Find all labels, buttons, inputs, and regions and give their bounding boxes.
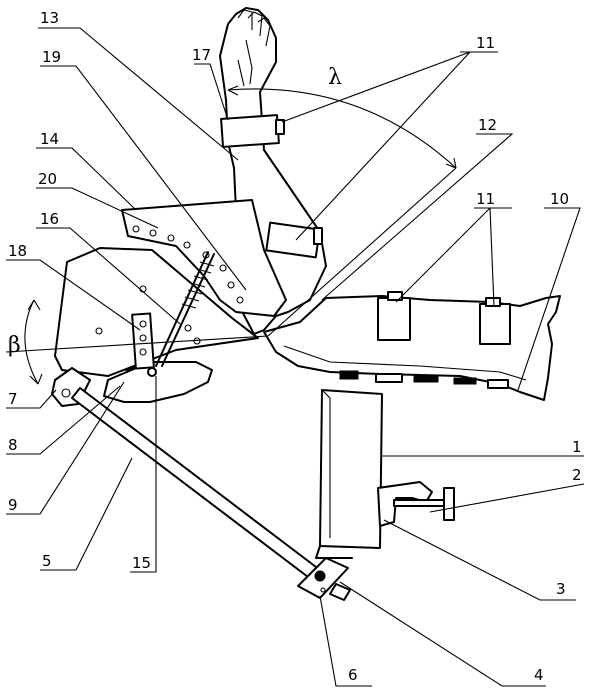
lambda-ray [267, 167, 457, 337]
adjust-screw-2 [161, 253, 215, 367]
lambda-arc [227, 88, 457, 169]
support-bar [71, 387, 321, 581]
clamp-housing [319, 389, 383, 549]
clamp-housing-inner [321, 389, 331, 538]
screw-thread [181, 261, 215, 309]
beta-arc [24, 299, 39, 385]
hand-fingers [237, 9, 271, 87]
clamp-screw-rod [393, 499, 445, 507]
clamp-nut [314, 570, 326, 582]
label-8: 8 [8, 436, 18, 454]
label-3: 3 [556, 580, 566, 598]
label-5: 5 [42, 552, 52, 570]
label-6: 6 [348, 666, 358, 684]
label-16: 16 [40, 210, 59, 228]
leader-lines [6, 27, 585, 687]
label-19: 19 [42, 48, 61, 66]
arm-splint-plate [121, 199, 287, 317]
c-clamp [377, 481, 433, 527]
forearm-buckle [313, 227, 323, 245]
label-12: 12 [478, 116, 497, 134]
label-beta: β [8, 333, 21, 358]
label-7: 7 [8, 390, 18, 408]
label-18: 18 [8, 242, 27, 260]
wrist-strap [220, 114, 280, 148]
label-14: 14 [40, 130, 59, 148]
label-2: 2 [572, 466, 582, 484]
beta-arrow-bottom [29, 373, 43, 385]
lambda-arrow-left [227, 85, 239, 96]
lock-holes [139, 320, 147, 356]
label-11-right: 11 [476, 190, 495, 208]
hinge-pin [61, 388, 71, 398]
leg-strap-b-buckle [485, 297, 501, 307]
leg-strap-b [479, 303, 511, 345]
clamp-handle [443, 487, 455, 521]
base-plate [54, 247, 259, 377]
label-lambda: λ [328, 65, 342, 90]
label-9: 9 [8, 496, 18, 514]
pivot-pin [147, 367, 157, 377]
clamp-bolt [320, 587, 326, 593]
label-10: 10 [550, 190, 569, 208]
leg-strap-a [377, 297, 411, 341]
leg-straps [377, 291, 511, 345]
forearm-strap [265, 221, 321, 259]
leg-pads [339, 370, 509, 389]
foot-pad [103, 361, 213, 403]
leg-inner-line [283, 345, 527, 381]
beta-ray [5, 335, 269, 353]
label-20: 20 [38, 170, 57, 188]
leg-shell [263, 295, 561, 401]
label-1: 1 [572, 438, 582, 456]
clamp-foot [315, 545, 353, 559]
clamp-tab [329, 583, 351, 601]
beta-arrow-top [27, 299, 41, 311]
label-11-top: 11 [476, 34, 495, 52]
lambda-arrow-right [445, 157, 457, 169]
wrist-buckle [275, 119, 285, 135]
adjust-screw [155, 251, 209, 367]
label-13: 13 [40, 9, 59, 27]
label-4: 4 [534, 666, 544, 684]
label-15: 15 [132, 554, 151, 572]
label-17: 17 [192, 46, 211, 64]
